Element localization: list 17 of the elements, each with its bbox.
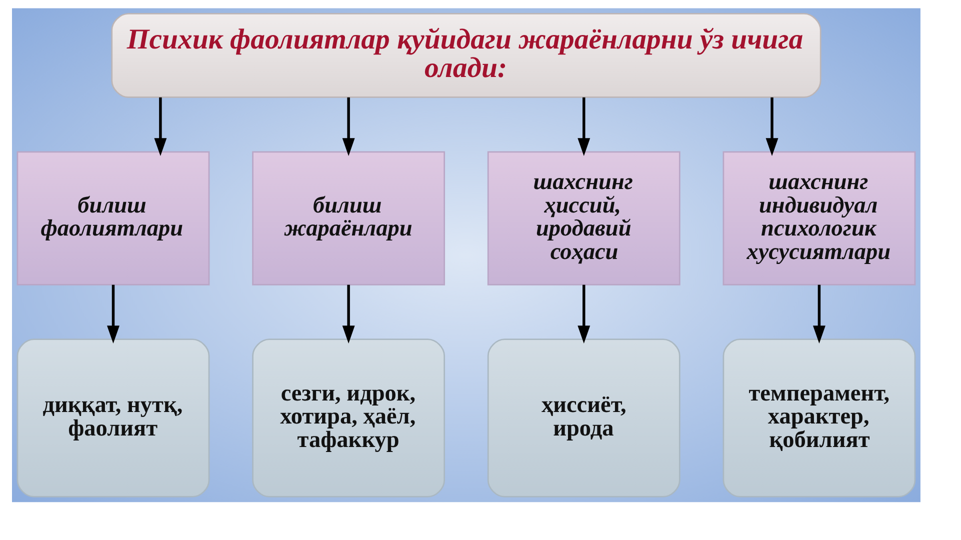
- node-box: диққат, нутқ, фаолият: [16, 338, 210, 498]
- node-box: ҳиссиёт, ирода: [486, 338, 680, 498]
- node-box: билиш жараёнлари: [252, 151, 445, 286]
- node-box: темперамент, характер, қобилият: [722, 338, 916, 498]
- node-box: шахснинг ҳиссий, иродавий соҳаси: [486, 151, 680, 286]
- node-box: билиш фаолиятлари: [16, 151, 210, 286]
- arrow: [342, 284, 354, 344]
- arrow: [577, 97, 590, 156]
- node-box: Психик фаолиятлар қуйидаги жараёнларни ўз ичига олади:: [110, 13, 821, 98]
- node-box: шахснинг индивидуал психологик хусусиятлари: [722, 151, 916, 286]
- arrow: [765, 97, 778, 156]
- arrow: [342, 97, 354, 156]
- arrow: [577, 284, 590, 344]
- arrow: [154, 97, 166, 156]
- arrow: [812, 284, 825, 344]
- node-box: сезги, идрок, хотира, ҳаёл, тафаккур: [252, 338, 445, 498]
- arrow: [106, 284, 119, 344]
